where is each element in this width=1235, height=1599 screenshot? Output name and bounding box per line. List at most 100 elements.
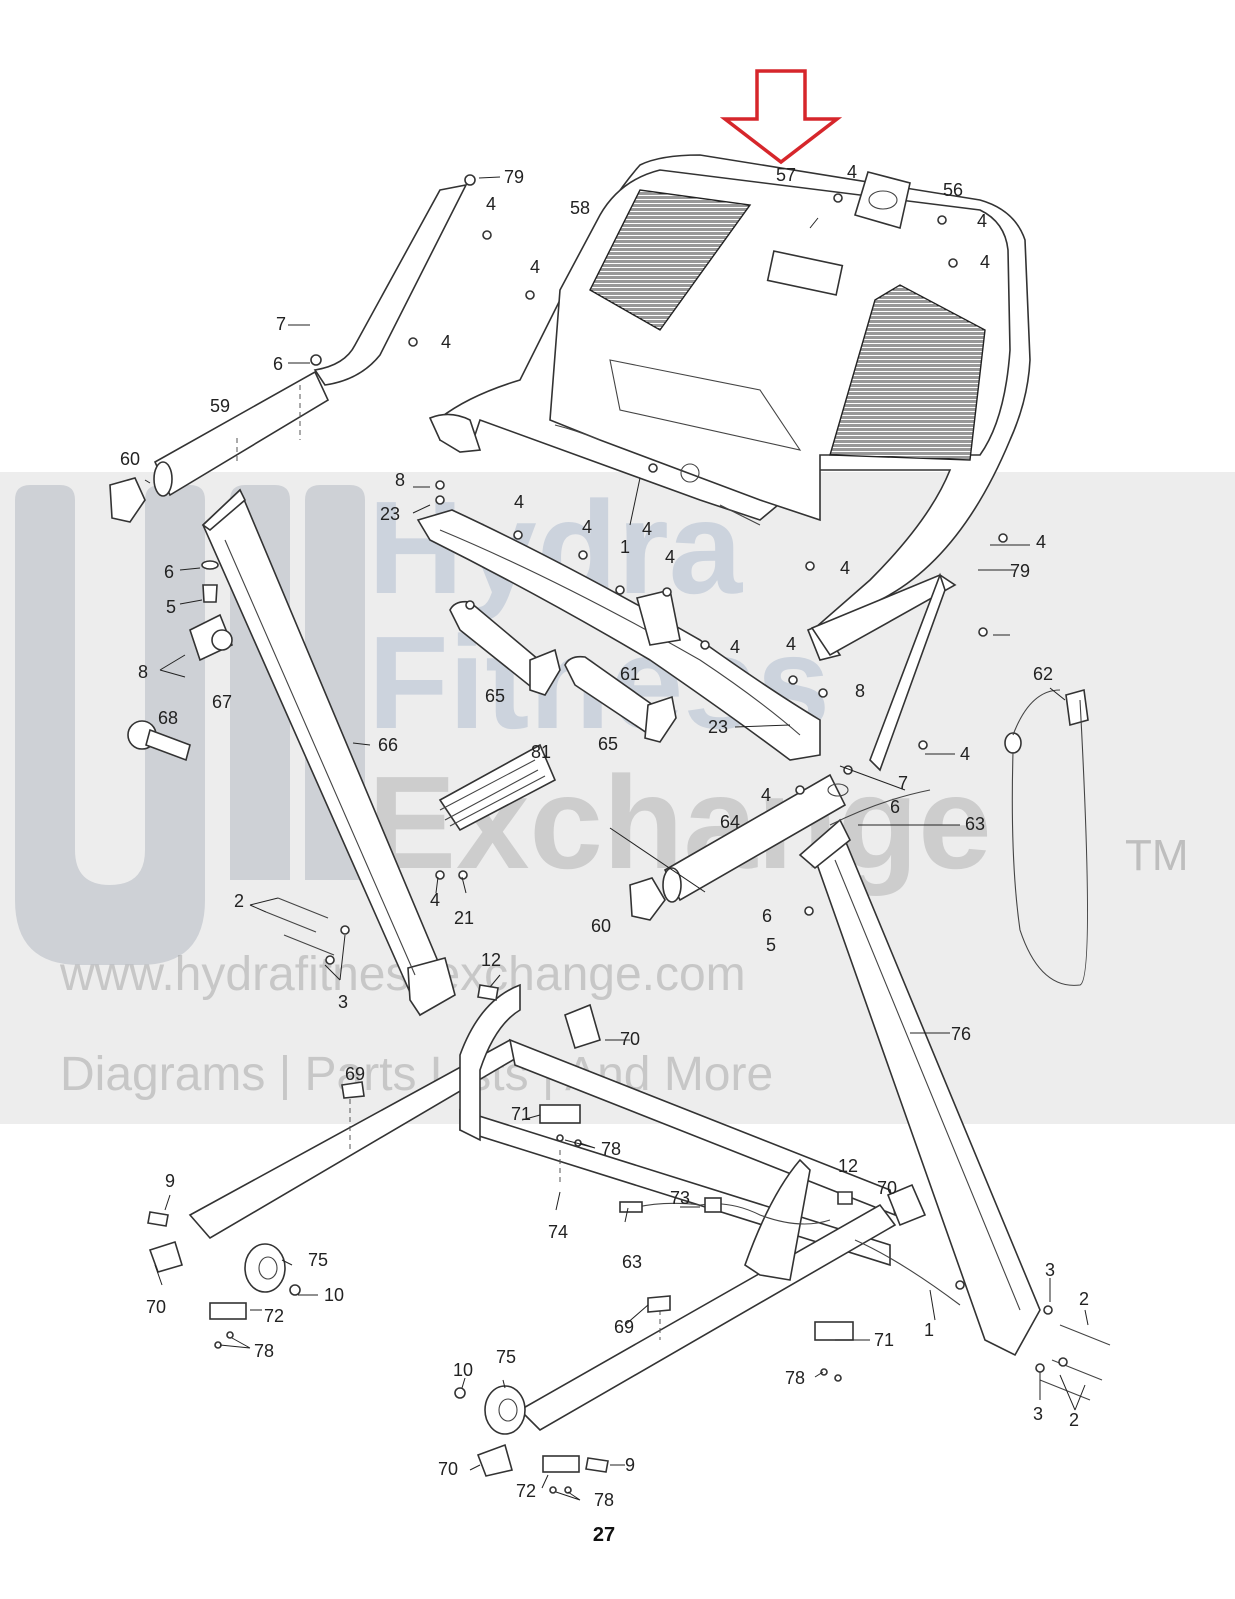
callout-62: 62 bbox=[1033, 664, 1053, 684]
callout-4: 4 bbox=[486, 194, 496, 214]
spacer-set-left bbox=[201, 560, 219, 603]
callout-23: 23 bbox=[380, 504, 400, 524]
callout-70: 70 bbox=[620, 1029, 640, 1049]
console-frame-58 bbox=[428, 154, 1031, 661]
pin-9-b bbox=[585, 1457, 609, 1473]
pad-71-a bbox=[539, 1104, 581, 1124]
label-69-left bbox=[341, 1081, 365, 1099]
callout-4: 4 bbox=[514, 492, 524, 512]
callout-7: 7 bbox=[898, 773, 908, 793]
callout-75: 75 bbox=[496, 1347, 516, 1367]
callout-56: 56 bbox=[943, 180, 963, 200]
callout-72: 72 bbox=[264, 1306, 284, 1326]
end-cap-60-left bbox=[109, 477, 146, 523]
callout-8: 8 bbox=[395, 470, 405, 490]
callout-labels: 79 4 58 57 4 56 4 4 4 7 4 6 59 60 8 23 4… bbox=[120, 162, 1089, 1510]
callout-7: 7 bbox=[276, 314, 286, 334]
pad-72-a bbox=[209, 1302, 247, 1320]
callout-4: 4 bbox=[665, 547, 675, 567]
callout-79: 79 bbox=[1010, 561, 1030, 581]
page-number: 27 bbox=[593, 1524, 615, 1546]
callout-6: 6 bbox=[164, 562, 174, 582]
callout-12: 12 bbox=[838, 1156, 858, 1176]
callout-4: 4 bbox=[582, 517, 592, 537]
callout-72: 72 bbox=[516, 1481, 536, 1501]
callout-67: 67 bbox=[212, 692, 232, 712]
bracket-plate-56 bbox=[853, 171, 911, 230]
callout-4: 4 bbox=[977, 211, 987, 231]
callout-78: 78 bbox=[254, 1341, 274, 1361]
bolt-set-2-right bbox=[1039, 1324, 1111, 1401]
callout-1: 1 bbox=[924, 1320, 934, 1340]
callout-6: 6 bbox=[890, 797, 900, 817]
callout-10: 10 bbox=[324, 1285, 344, 1305]
callout-5: 5 bbox=[166, 597, 176, 617]
callout-63: 63 bbox=[965, 814, 985, 834]
callout-81: 81 bbox=[531, 742, 551, 762]
callout-64: 64 bbox=[720, 812, 740, 832]
bracket-67 bbox=[189, 613, 234, 662]
callout-76: 76 bbox=[951, 1024, 971, 1044]
callout-70: 70 bbox=[438, 1459, 458, 1479]
left-handrail-tube-59 bbox=[153, 183, 468, 497]
callout-78: 78 bbox=[594, 1490, 614, 1510]
callout-2: 2 bbox=[1069, 1410, 1079, 1430]
foot-70-a bbox=[564, 1003, 601, 1050]
foot-70-d bbox=[476, 1443, 513, 1477]
callout-73: 73 bbox=[670, 1188, 690, 1208]
pin-9-a bbox=[147, 1211, 169, 1227]
safety-key-62 bbox=[1004, 688, 1089, 986]
callout-4: 4 bbox=[642, 519, 652, 539]
callout-4: 4 bbox=[960, 744, 970, 764]
callout-68: 68 bbox=[158, 708, 178, 728]
callout-8: 8 bbox=[855, 681, 865, 701]
wire-harness-81 bbox=[438, 743, 557, 832]
callout-60: 60 bbox=[120, 449, 140, 469]
callout-12: 12 bbox=[481, 950, 501, 970]
callout-4: 4 bbox=[1036, 532, 1046, 552]
callout-75: 75 bbox=[308, 1250, 328, 1270]
callout-21: 21 bbox=[454, 908, 474, 928]
bolt-set-2-left bbox=[265, 897, 335, 956]
callout-10: 10 bbox=[453, 1360, 473, 1380]
callout-66: 66 bbox=[378, 735, 398, 755]
leader-lines bbox=[144, 176, 1089, 1501]
pad-71-b bbox=[814, 1321, 854, 1341]
callout-6: 6 bbox=[762, 906, 772, 926]
callout-3: 3 bbox=[338, 992, 348, 1012]
label-69-right bbox=[647, 1295, 671, 1313]
callout-4: 4 bbox=[730, 637, 740, 657]
foot-70-c bbox=[148, 1240, 184, 1273]
callout-4: 4 bbox=[840, 558, 850, 578]
callout-6: 6 bbox=[273, 354, 283, 374]
right-upright-76 bbox=[798, 789, 1041, 1357]
callout-5: 5 bbox=[766, 935, 776, 955]
callout-71: 71 bbox=[511, 1104, 531, 1124]
right-handrail-tube-64 bbox=[662, 773, 849, 903]
end-cap-60-right bbox=[629, 877, 666, 921]
callout-4: 4 bbox=[847, 162, 857, 182]
callout-4: 4 bbox=[430, 890, 440, 910]
callout-74: 74 bbox=[548, 1222, 568, 1242]
callout-63: 63 bbox=[622, 1252, 642, 1272]
callout-58: 58 bbox=[570, 198, 590, 218]
callout-69: 69 bbox=[614, 1317, 634, 1337]
callout-69: 69 bbox=[345, 1064, 365, 1084]
callout-60: 60 bbox=[591, 916, 611, 936]
callout-70: 70 bbox=[146, 1297, 166, 1317]
callout-65: 65 bbox=[598, 734, 618, 754]
knob-68 bbox=[127, 720, 191, 762]
callout-9: 9 bbox=[625, 1455, 635, 1475]
callout-59: 59 bbox=[210, 396, 230, 416]
callout-4: 4 bbox=[530, 257, 540, 277]
callout-1: 1 bbox=[620, 537, 630, 557]
wire-73 bbox=[619, 1197, 961, 1306]
pad-72-b bbox=[542, 1455, 580, 1473]
grip-65-upper bbox=[449, 600, 561, 696]
callout-65: 65 bbox=[485, 686, 505, 706]
callout-3: 3 bbox=[1033, 1404, 1043, 1424]
callout-4: 4 bbox=[980, 252, 990, 272]
callout-9: 9 bbox=[165, 1171, 175, 1191]
highlight-arrow-icon bbox=[719, 69, 843, 165]
